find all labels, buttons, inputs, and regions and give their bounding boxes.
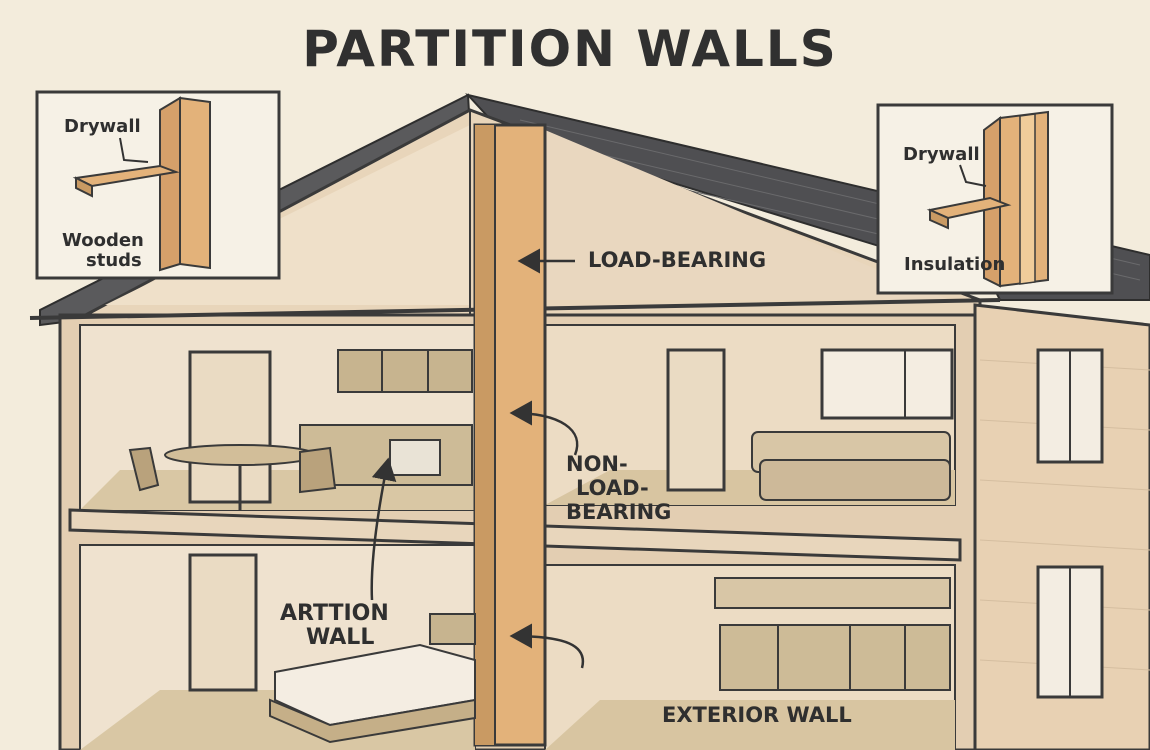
arrows	[370, 248, 585, 669]
lower-wall-arrow	[509, 623, 585, 669]
inset-right-insulation-label: Insulation	[904, 254, 1005, 275]
bedroom	[188, 553, 476, 744]
living-room	[666, 348, 954, 501]
non-load-bearing-label-line3: BEARING	[566, 500, 671, 524]
page-title: PARTITION WALLS	[302, 20, 838, 78]
load-bearing-label: LOAD-BEARING	[588, 248, 766, 272]
exterior-wall-label: EXTERIOR WALL	[662, 703, 852, 727]
inset-left-studs-label-line2: studs	[86, 250, 142, 271]
load-bearing-wall	[473, 123, 547, 747]
inset-left-drywall-pointer	[119, 137, 149, 163]
kitchen	[128, 349, 473, 510]
partition-wall-label-line1: ARTTION	[280, 601, 389, 626]
non-load-bearing-label-line1: NON-	[566, 452, 628, 476]
exterior-windows	[1036, 348, 1104, 699]
inset-left-drywall-label: Drywall	[64, 116, 141, 137]
lower-kitchen	[714, 577, 951, 691]
partition-wall-arrow	[370, 457, 397, 601]
inset-wooden-studs: Drywall Wooden studs	[35, 90, 281, 280]
non-load-bearing-arrow	[509, 400, 579, 456]
partition-wall-label-line2: WALL	[306, 625, 374, 650]
inset-insulation: Drywall Insulation	[876, 103, 1114, 295]
non-load-bearing-label-line2: LOAD-	[576, 476, 649, 500]
inset-right-drywall-label: Drywall	[903, 144, 980, 165]
inset-left-studs-label-line1: Wooden	[62, 230, 144, 251]
